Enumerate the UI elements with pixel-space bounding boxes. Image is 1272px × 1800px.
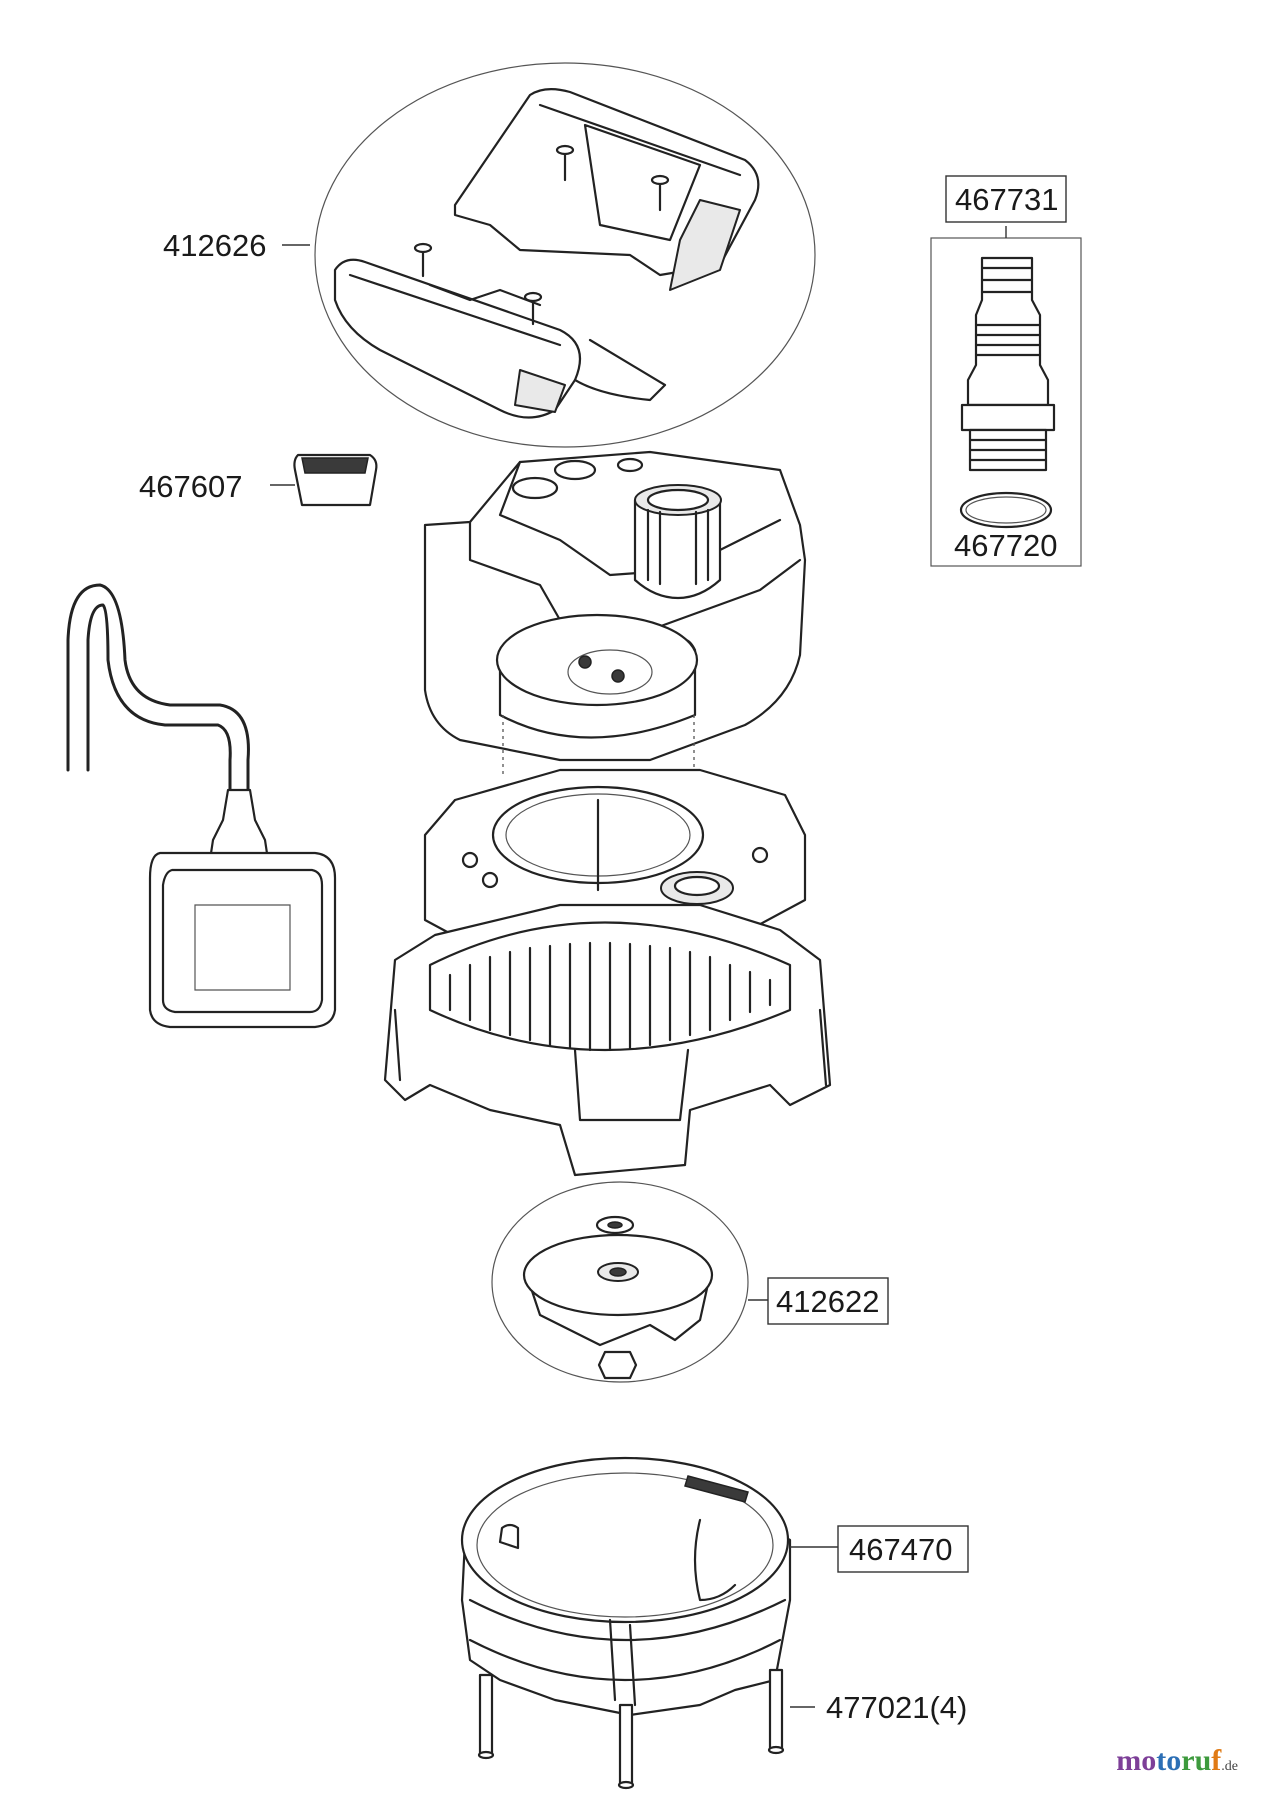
label-467607: 467607 bbox=[139, 469, 242, 504]
cap-467607 bbox=[270, 453, 378, 507]
label-412626: 412626 bbox=[163, 228, 266, 263]
part-labels: 412626 467731 467607 467720 412622 46747… bbox=[139, 175, 1067, 1725]
label-box-412622 bbox=[767, 1277, 889, 1325]
watermark-logo: motoruf.de bbox=[1116, 1744, 1238, 1778]
label-467720: 467720 bbox=[954, 528, 1057, 563]
watermark-suffix: .de bbox=[1221, 1759, 1238, 1774]
strainer-base-467470 bbox=[460, 1456, 838, 1790]
screw-icon bbox=[413, 144, 670, 326]
label-412622: 412622 bbox=[776, 1284, 879, 1319]
hose-connector-group bbox=[930, 226, 1082, 567]
impeller-412622 bbox=[491, 1181, 768, 1383]
watermark-part1: mo bbox=[1116, 1744, 1157, 1777]
handle-assembly-412626 bbox=[314, 62, 816, 448]
pump-housing bbox=[383, 450, 832, 1177]
watermark-part3: ru bbox=[1181, 1744, 1212, 1777]
watermark-part2: to bbox=[1156, 1744, 1182, 1777]
watermark-part4: f bbox=[1211, 1744, 1222, 1777]
label-box-467731 bbox=[945, 175, 1067, 223]
label-467470: 467470 bbox=[849, 1532, 952, 1567]
label-477021: 477021(4) bbox=[826, 1690, 967, 1725]
label-467731: 467731 bbox=[955, 182, 1058, 217]
float-switch bbox=[66, 583, 337, 1029]
pin-icon bbox=[477, 1668, 785, 1790]
label-box-467470 bbox=[837, 1525, 969, 1573]
